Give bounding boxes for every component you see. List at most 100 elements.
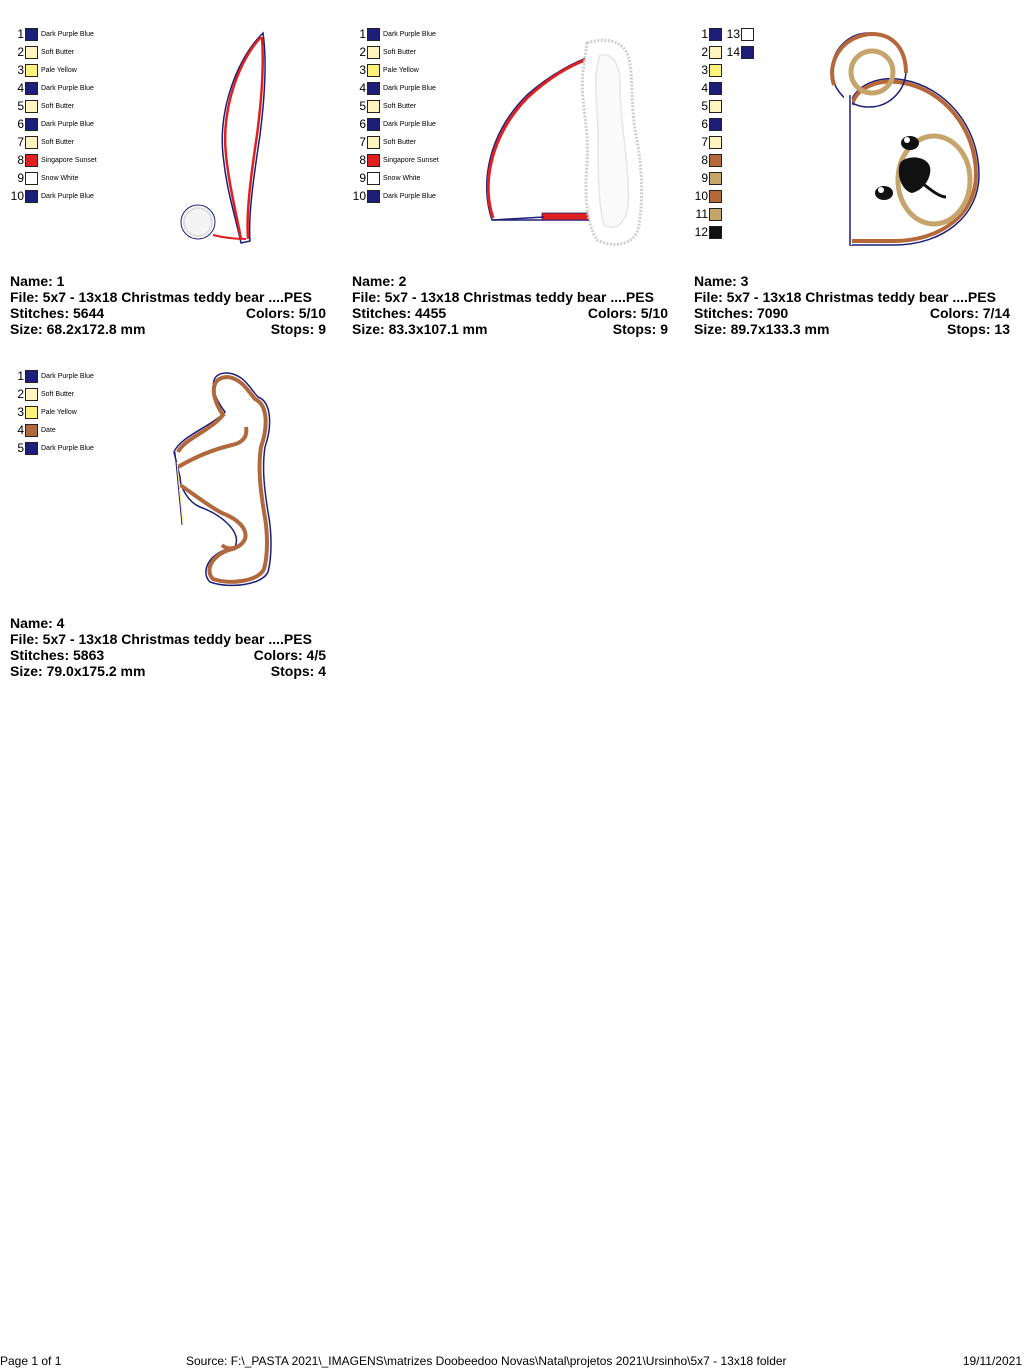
design-stops: Stops: 13 — [946, 321, 1010, 337]
swatch-thread-name: Soft Butter — [383, 138, 417, 146]
pompom-connector — [212, 234, 247, 240]
page-number: Page 1 of 1 — [0, 1354, 62, 1368]
swatch-color — [25, 405, 38, 419]
bear-arm-satin-bottom — [178, 483, 248, 551]
palette-swatch-1: 1 — [694, 25, 722, 43]
design-stitches: Stitches: 4455 — [352, 305, 447, 321]
bear-eye-top — [901, 136, 919, 150]
swatch-number: 9 — [359, 171, 366, 185]
palette-swatch-10: 10 Dark Purple Blue — [10, 187, 94, 205]
design-colors: Colors: 7/14 — [929, 305, 1010, 321]
bear-arm-satin-top — [176, 426, 249, 469]
swatch-color — [25, 189, 38, 203]
design-name: Name: 4 — [10, 615, 65, 631]
design-stitches: Stitches: 7090 — [694, 305, 789, 321]
swatch-number: 9 — [17, 171, 24, 185]
bear-ear-inner — [848, 48, 896, 96]
swatch-color — [25, 99, 38, 113]
swatch-thread-name: Pale Yellow — [383, 66, 419, 74]
swatch-color — [709, 45, 722, 59]
hat-brim-line — [492, 216, 545, 221]
swatch-color — [25, 171, 38, 185]
swatch-color — [709, 99, 722, 113]
design-stops: Stops: 9 — [612, 321, 668, 337]
swatch-color — [709, 27, 722, 41]
swatch-color — [709, 207, 722, 221]
swatch-color — [709, 189, 722, 203]
swatch-number: 10 — [10, 189, 24, 203]
swatch-color — [25, 135, 38, 149]
palette-swatch-10: 10 Dark Purple Blue — [352, 187, 436, 205]
swatch-color — [709, 81, 722, 95]
design-colors: Colors: 5/10 — [245, 305, 326, 321]
swatch-number: 7 — [17, 135, 24, 149]
swatch-thread-name: Dark Purple Blue — [41, 192, 94, 200]
design-file: File: 5x7 - 13x18 Christmas teddy bear .… — [694, 289, 996, 305]
swatch-color — [25, 441, 38, 455]
palette-swatch-3: 3 — [694, 61, 722, 79]
design-preview-3 — [830, 31, 980, 246]
swatch-thread-name: Dark Purple Blue — [383, 192, 436, 200]
swatch-color — [741, 27, 754, 41]
palette-swatch-8: 8 Singapore Sunset — [352, 151, 439, 169]
design-stops: Stops: 4 — [270, 663, 326, 679]
swatch-number: 12 — [694, 225, 708, 239]
swatch-thread-name: Pale Yellow — [41, 66, 77, 74]
design-info: Name: 3 File: 5x7 - 13x18 Christmas tedd… — [694, 273, 1010, 337]
swatch-number: 1 — [17, 27, 24, 41]
swatch-color — [709, 135, 722, 149]
design-info: Name: 4 File: 5x7 - 13x18 Christmas tedd… — [10, 615, 326, 679]
design-size: Size: 68.2x172.8 mm — [10, 321, 146, 337]
design-name: Name: 2 — [352, 273, 407, 289]
swatch-color — [741, 45, 754, 59]
swatch-thread-name: Singapore Sunset — [383, 156, 439, 164]
design-stitches: Stitches: 5863 — [10, 647, 105, 663]
page-footer: Page 1 of 1 Source: F:\_PASTA 2021\_IMAG… — [0, 1354, 1024, 1370]
swatch-color — [367, 63, 380, 77]
palette-swatch-13: 13 — [724, 25, 754, 43]
swatch-number: 3 — [359, 63, 366, 77]
swatch-thread-name: Soft Butter — [383, 48, 417, 56]
swatch-thread-name: Dark Purple Blue — [383, 30, 436, 38]
design-size: Size: 79.0x175.2 mm — [10, 663, 146, 679]
design-preview-2 — [485, 38, 644, 246]
design-colors: Colors: 4/5 — [253, 647, 326, 663]
design-stitches: Stitches: 5644 — [10, 305, 105, 321]
pompom-fill — [183, 207, 213, 237]
swatch-thread-name: Soft Butter — [41, 390, 75, 398]
swatch-number: 4 — [17, 81, 24, 95]
swatch-color — [25, 81, 38, 95]
swatch-thread-name: Dark Purple Blue — [41, 444, 94, 452]
swatch-number: 8 — [701, 153, 708, 167]
hat-brim-satin — [541, 212, 593, 221]
swatch-thread-name: Soft Butter — [41, 138, 75, 146]
ear-cover — [844, 95, 852, 245]
bear-ear-satin — [830, 31, 908, 86]
design-stops: Stops: 9 — [270, 321, 326, 337]
swatch-thread-name: Dark Purple Blue — [383, 120, 436, 128]
bear-head-satin — [850, 79, 979, 243]
swatch-color — [709, 225, 722, 239]
design-file: File: 5x7 - 13x18 Christmas teddy bear .… — [352, 289, 654, 305]
swatch-number: 4 — [17, 423, 24, 437]
swatch-number: 3 — [17, 63, 24, 77]
swatch-number: 1 — [17, 369, 24, 383]
design-colors: Colors: 5/10 — [587, 305, 668, 321]
swatch-thread-name: Snow White — [383, 174, 421, 182]
bear-eye-top-highlight — [904, 137, 910, 143]
swatch-number: 8 — [359, 153, 366, 167]
swatch-number: 10 — [352, 189, 366, 203]
swatch-number: 11 — [695, 207, 708, 221]
